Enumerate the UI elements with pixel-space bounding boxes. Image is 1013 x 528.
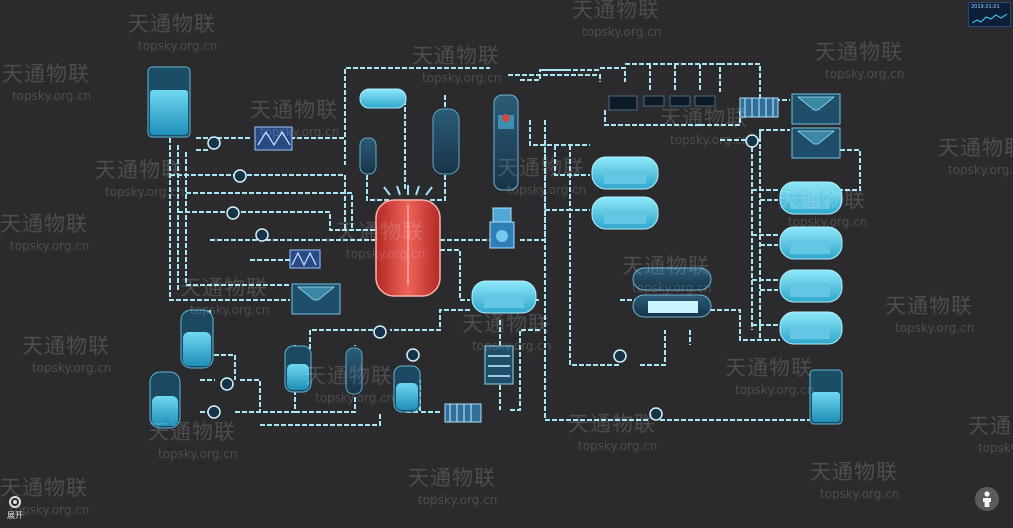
person-view-button[interactable]	[975, 487, 999, 511]
column-small-top	[359, 137, 377, 175]
horizontal-tank-center	[471, 280, 537, 314]
settling-tank-right-1	[791, 93, 841, 125]
reactor-vessel	[375, 185, 441, 297]
horizontal-drum-top	[359, 88, 407, 109]
minimap-title: 2019.01.01	[971, 4, 1000, 10]
settling-tank-right-2	[791, 127, 841, 159]
column-tall-top	[432, 108, 460, 175]
eye-icon	[9, 496, 21, 508]
heat-exchanger-1	[254, 126, 293, 151]
valve-manifold-top	[608, 95, 716, 111]
expand-label: 展开	[7, 511, 23, 520]
expand-button[interactable]: 展开	[2, 496, 28, 522]
pipe-network	[169, 63, 861, 426]
filter-box	[484, 345, 514, 385]
storage-tank-top-left	[147, 66, 191, 138]
storage-tank-bottom-right	[809, 369, 843, 425]
tank-left-mid	[180, 309, 214, 369]
separator-drums	[632, 267, 712, 318]
distillation-column	[493, 94, 519, 191]
horizontal-tank-stack-right	[779, 181, 843, 345]
column-small-bottom	[345, 347, 363, 395]
horizontal-tank-mid-2	[591, 196, 659, 230]
pump-motor	[489, 207, 515, 249]
settling-tank-left	[291, 283, 341, 315]
heat-exchanger-3	[739, 97, 779, 118]
tank-left-bottom	[149, 371, 181, 429]
heat-exchanger-2	[289, 249, 321, 269]
pumps	[207, 134, 759, 421]
minimap-thumbnail[interactable]: 2019.01.01	[968, 2, 1011, 27]
minimap-chart-icon	[971, 13, 1008, 24]
horizontal-tank-mid-1	[591, 156, 659, 190]
heat-exchanger-bottom	[444, 403, 482, 423]
tank-center-bottom	[284, 345, 312, 393]
tank-bottom-right-small	[393, 365, 421, 413]
person-icon	[983, 491, 991, 507]
